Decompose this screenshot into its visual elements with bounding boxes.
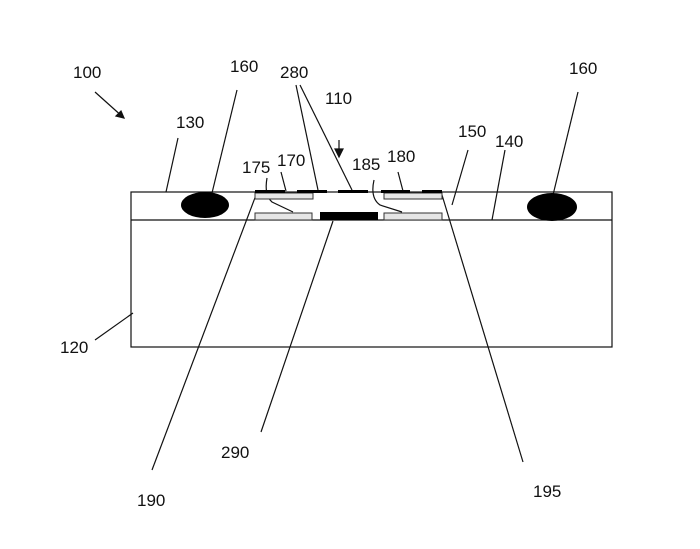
die-290 bbox=[320, 212, 378, 220]
trace-170 bbox=[255, 190, 285, 193]
leader-180 bbox=[397, 171, 404, 192]
label-100: 100 bbox=[73, 63, 101, 82]
label-180: 180 bbox=[387, 147, 415, 166]
label-160-right: 160 bbox=[569, 59, 597, 78]
pad-lower-left bbox=[254, 212, 313, 221]
label-175: 175 bbox=[242, 158, 270, 177]
leader-280-b bbox=[299, 84, 353, 191]
leader-185 bbox=[372, 179, 403, 213]
trace-right bbox=[422, 190, 442, 193]
leader-280-a bbox=[295, 84, 319, 191]
solder-ball-160-right bbox=[527, 193, 577, 221]
leader-150 bbox=[451, 149, 469, 206]
trace-280-b bbox=[338, 190, 368, 193]
leader-140 bbox=[491, 149, 506, 221]
leader-195 bbox=[441, 194, 524, 463]
label-290: 290 bbox=[221, 443, 249, 462]
solder-ball-160-left bbox=[181, 192, 229, 218]
label-150: 150 bbox=[458, 122, 486, 141]
label-190: 190 bbox=[137, 491, 165, 510]
pad-175-top bbox=[254, 192, 314, 200]
label-110: 110 bbox=[325, 89, 352, 108]
label-185: 185 bbox=[352, 155, 380, 174]
pad-180-top bbox=[383, 192, 443, 200]
label-130: 130 bbox=[176, 113, 204, 132]
label-160-left: 160 bbox=[230, 57, 258, 76]
leader-190 bbox=[151, 194, 257, 471]
leader-290 bbox=[260, 220, 334, 433]
trace-280-a bbox=[297, 190, 327, 193]
pad-lower-right bbox=[383, 212, 443, 221]
label-120: 120 bbox=[60, 338, 88, 357]
substrate-120 bbox=[130, 191, 613, 348]
leader-130 bbox=[165, 137, 179, 193]
label-280: 280 bbox=[280, 63, 308, 82]
leader-120 bbox=[94, 312, 134, 341]
leader-160-right bbox=[552, 91, 579, 196]
leader-160-left bbox=[211, 89, 238, 194]
leader-170 bbox=[280, 171, 287, 192]
label-140: 140 bbox=[495, 132, 523, 151]
label-195: 195 bbox=[533, 482, 561, 501]
trace-180 bbox=[381, 190, 410, 193]
label-170: 170 bbox=[277, 151, 305, 170]
